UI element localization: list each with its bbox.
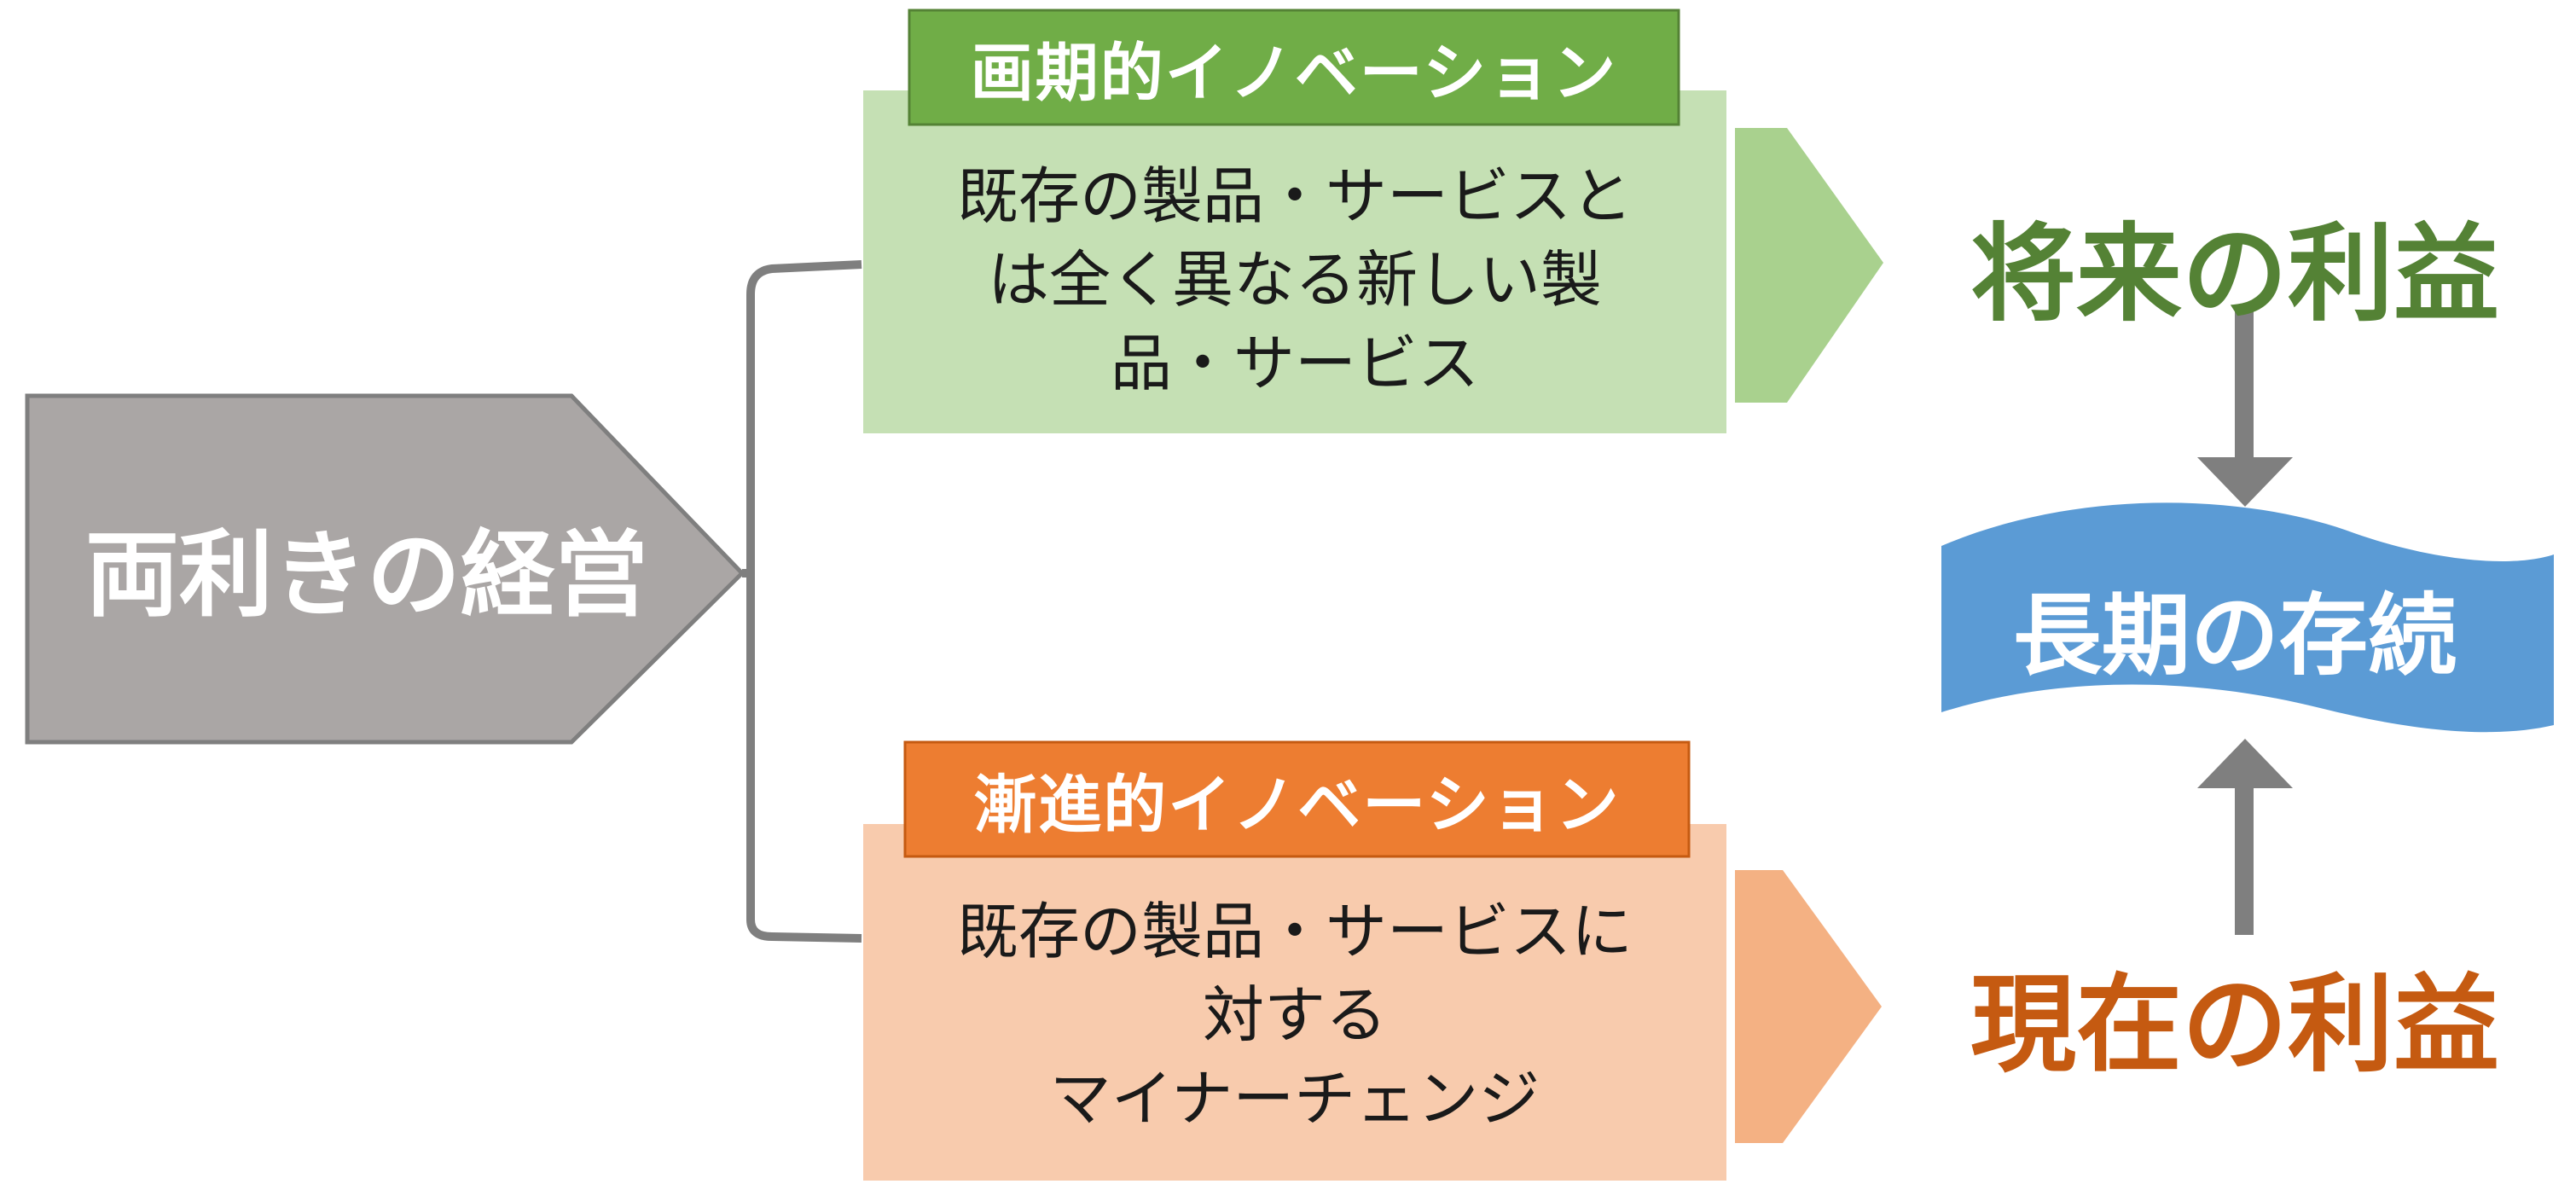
incremental-innovation-title: 漸進的イノベーション (973, 768, 1621, 842)
radical-body-box (863, 90, 1726, 433)
incremental-description: 既存の製品・サービスに 対する マイナーチェンジ (863, 862, 1726, 1169)
down-arrow-head (2197, 457, 2293, 507)
incremental-body-box (863, 824, 1726, 1181)
main-pentagon-shape (25, 393, 746, 745)
bracket-connector (746, 260, 862, 943)
incremental-chevron (1735, 870, 1882, 1143)
radical-innovation-title: 画期的イノベーション (970, 36, 1618, 110)
future-profit-label: 将来の利益 (1970, 213, 2499, 336)
radical-chevron (1735, 128, 1883, 403)
main-label: 両利きの経営 (85, 520, 648, 630)
longterm-survival-label: 長期の存続 (2012, 583, 2457, 688)
radical-line-2: は全く異なる新しい製 (987, 244, 1602, 316)
incremental-line-2: 対する (1202, 979, 1387, 1051)
up-arrow-head (2197, 739, 2293, 788)
present-profit-label: 現在の利益 (1970, 964, 2499, 1087)
radical-line-1: 既存の製品・サービスと (956, 160, 1633, 232)
radical-tab-box (908, 9, 1680, 126)
longterm-wave-banner (1941, 502, 2554, 733)
radical-description: 既存の製品・サービスと は全く異なる新しい製 品・サービス (863, 126, 1726, 433)
incremental-line-3: マイナーチェンジ (1049, 1063, 1540, 1135)
incremental-line-1: 既存の製品・サービスに (956, 896, 1633, 967)
radical-line-3: 品・サービス (1110, 328, 1479, 399)
up-arrow-shaft (2235, 783, 2254, 935)
incremental-tab-box (903, 740, 1691, 858)
down-arrow-shaft (2235, 309, 2254, 464)
